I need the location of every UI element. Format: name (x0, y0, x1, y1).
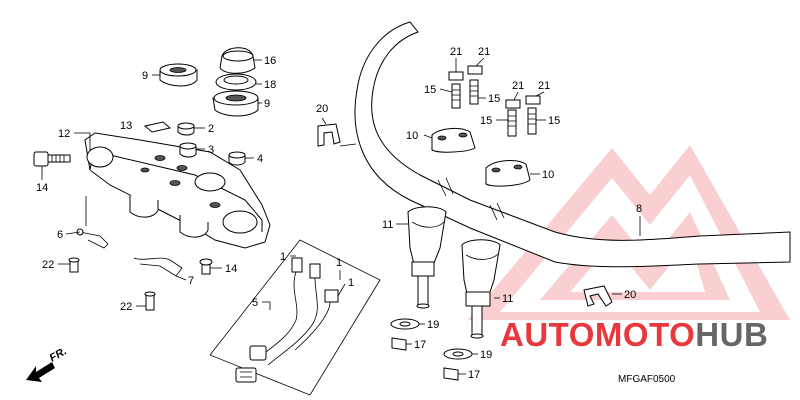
bolt-cap-3 (505, 99, 521, 109)
callout-6: 6 (57, 229, 63, 241)
bolt-cap-1 (448, 71, 464, 81)
callout-19-b: 19 (480, 349, 492, 361)
callout-9-left: 9 (142, 70, 148, 82)
cap (228, 151, 246, 166)
bolt-14b (199, 258, 213, 275)
callout-11-right: 11 (502, 293, 513, 305)
cap-plug (177, 122, 195, 136)
callout-17-a: 17 (414, 339, 426, 351)
bolt-cap-2 (467, 65, 483, 75)
front-arrow-icon: FR. (26, 345, 69, 382)
callout-2: 2 (208, 123, 214, 135)
handlebar-pipe (339, 21, 791, 268)
nut-17a (391, 337, 407, 351)
pinch-bolt (33, 151, 71, 167)
callout-11-left: 11 (382, 219, 393, 231)
callout-12: 12 (58, 128, 70, 140)
holder-bolt-3 (507, 109, 517, 137)
holder-cap-lower (485, 160, 531, 187)
callout-17-b: 17 (468, 369, 480, 381)
callout-1-a: 1 (280, 251, 286, 263)
callout-21-d: 21 (538, 80, 550, 92)
callout-21-c: 21 (512, 80, 524, 92)
callout-15-c: 15 (480, 115, 492, 127)
handlebar-riser-right (461, 239, 501, 339)
callout-15-a: 15 (424, 84, 436, 96)
callout-labels: 16 9 18 9 13 2 12 3 4 14 6 22 7 14 22 1 … (36, 46, 642, 381)
callout-1-b: 1 (336, 257, 342, 269)
callout-20-lower: 20 (624, 289, 636, 301)
wire-clamp (133, 257, 183, 277)
callout-15-d: 15 (548, 115, 560, 127)
callout-14-top: 14 (36, 182, 48, 194)
handlebar-riser-left (407, 206, 447, 309)
callout-15-b: 15 (488, 93, 500, 105)
rubber-mount-left (159, 63, 198, 87)
callout-22-upper: 22 (42, 259, 54, 271)
rubber-cap (179, 142, 197, 158)
callout-10-lower: 10 (542, 169, 554, 181)
watermark-auto: AUTO (500, 316, 595, 353)
callout-5: 5 (252, 297, 258, 309)
cable-clip-lower (583, 285, 613, 307)
callout-13: 13 (120, 120, 132, 132)
callout-14-bottom: 14 (225, 263, 237, 275)
holder-cap-upper (431, 127, 476, 153)
callout-18: 18 (264, 79, 276, 91)
watermark-brand: AUTOMOTOHUB (500, 316, 768, 353)
bolt-22b (144, 291, 156, 311)
switch-harness (209, 239, 381, 396)
leader-lines (41, 57, 641, 375)
callout-16: 16 (264, 55, 276, 67)
callout-10-upper: 10 (406, 130, 418, 142)
callout-22-lower: 22 (120, 301, 132, 313)
clip (143, 121, 172, 133)
top-bridge (84, 132, 271, 249)
cable-clip-upper (317, 123, 341, 147)
diagram-code: MFGAF0500 (618, 374, 676, 385)
washer-19a (390, 318, 420, 330)
callout-1-c: 1 (348, 277, 354, 289)
callout-8: 8 (636, 203, 642, 215)
callout-19-a: 19 (427, 319, 439, 331)
steering-stem-nut (219, 47, 256, 74)
callout-4: 4 (257, 153, 263, 165)
svg-text:AUTOMOTOHUB: AUTOMOTOHUB (500, 316, 768, 353)
watermark-hub: HUB (695, 316, 768, 353)
callout-9-right: 9 (264, 98, 270, 110)
holder-bolt-4 (527, 107, 537, 135)
callout-21-b: 21 (478, 46, 490, 58)
watermark-moto: MOTO (595, 316, 695, 353)
bolt-22a (68, 257, 80, 273)
washer-19b (443, 348, 473, 360)
callout-21-a: 21 (450, 46, 462, 58)
front-arrow-label: FR. (48, 345, 69, 364)
holder-bolt-2 (469, 79, 479, 105)
callout-3: 3 (208, 144, 214, 156)
callout-7: 7 (188, 275, 194, 287)
bolt-cap-4 (525, 95, 541, 105)
wire-bracket (76, 228, 109, 249)
holder-bolt-1 (451, 83, 461, 109)
washer (215, 73, 257, 91)
rubber-mount-upper (212, 90, 259, 117)
watermark-logo-icon (468, 145, 790, 320)
nut-17b (443, 367, 459, 381)
callout-20-upper: 20 (316, 103, 328, 115)
